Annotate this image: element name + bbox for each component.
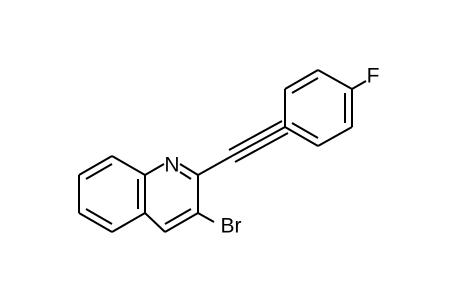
- fluorine-atom-label: F: [367, 65, 380, 88]
- bromine-atom-label: Br: [221, 215, 242, 238]
- benzo-ring: [78, 155, 146, 233]
- c-f-bond: [351, 80, 367, 90]
- pyridine-ring: [144, 163, 199, 233]
- fluorophenyl-ring: [284, 69, 353, 147]
- nitrogen-atom-label: N: [164, 154, 179, 177]
- c-br-bond: [197, 212, 215, 223]
- alkyne-triple-bond: [197, 120, 289, 176]
